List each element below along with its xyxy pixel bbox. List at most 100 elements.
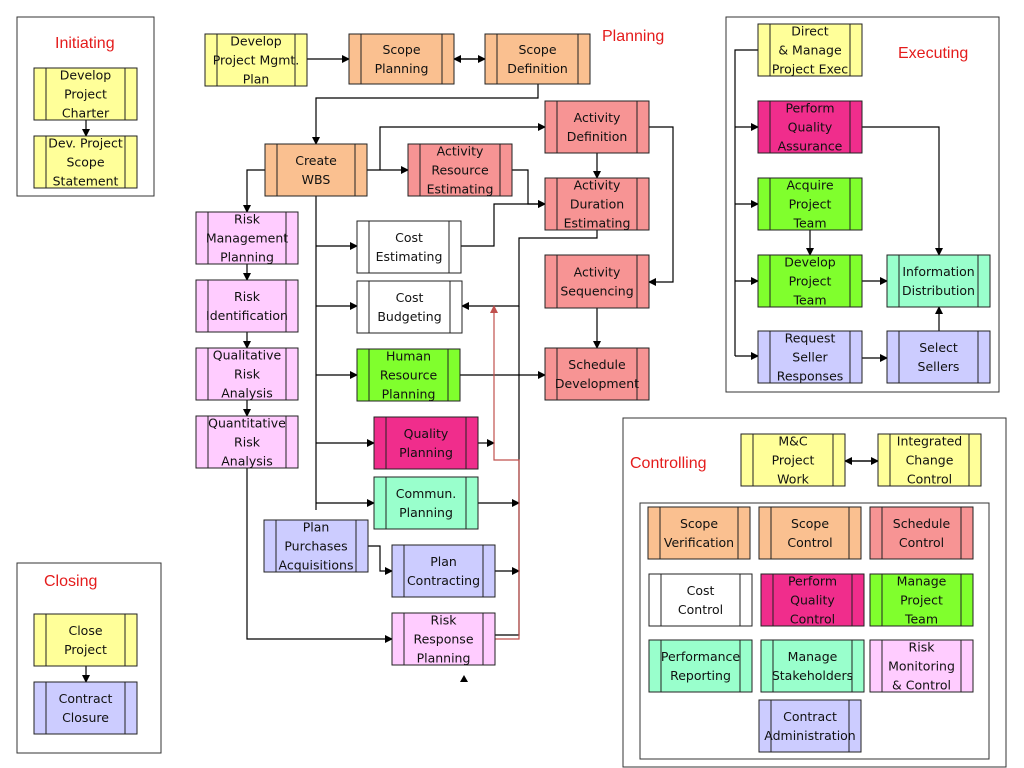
process-box-right-bar: [848, 699, 862, 753]
process-box-left-bar: [757, 100, 771, 154]
process-box-left-bar: [195, 347, 209, 401]
process-label-line: Information: [902, 264, 974, 279]
process-box-left-bar: [33, 613, 47, 667]
arrow-scope-definition-to-wbs: [312, 84, 539, 145]
process-box-left-bar: [757, 23, 771, 77]
process-label-line: Perform: [788, 574, 837, 589]
line-executing-trunk: [734, 49, 758, 356]
process-box-right-bar: [851, 573, 865, 627]
process-label-line: Team: [904, 612, 938, 627]
process-label-line: Close: [68, 623, 102, 638]
arrow-wbs-to-activity-definition: [379, 123, 546, 170]
process-label-line: Planning: [382, 387, 436, 402]
closing-frame: [16, 562, 162, 754]
process-box-activity-sequencing: [544, 254, 650, 309]
process-label-line: Cost: [687, 583, 715, 598]
process-box-right-bar: [465, 416, 479, 470]
process-box-left-bar: [886, 254, 900, 308]
process-box-right-bar: [849, 330, 863, 384]
process-box-left-bar: [544, 347, 558, 401]
process-box-right-bar: [285, 347, 299, 401]
process-box-right-bar: [124, 681, 138, 735]
process-label-line: Direct: [791, 24, 829, 39]
process-label-line: Planning: [220, 250, 274, 265]
process-label-line: Statement: [53, 174, 119, 189]
process-box-contract-administration: [758, 699, 862, 753]
process-box-right-bar: [851, 639, 865, 693]
process-label-line: Response: [413, 632, 473, 647]
process-label-line: Acquire: [786, 178, 833, 193]
process-label-line: Duration: [570, 197, 624, 212]
process-box-left-bar: [373, 476, 387, 530]
process-box-right-bar: [499, 143, 513, 197]
process-box-right-bar: [848, 506, 862, 560]
process-box-left-bar: [869, 639, 883, 693]
process-box-right-bar: [285, 279, 299, 333]
line-collector-vertical: [495, 306, 520, 636]
process-label-line: Closure: [62, 710, 109, 725]
arrow-purchases-to-contracting: [368, 545, 393, 575]
process-label-line: Sequencing: [560, 284, 633, 299]
process-label-line: Control: [907, 472, 952, 487]
arrow-risk-response-feedback: [490, 305, 520, 640]
process-label-line: Change: [906, 453, 954, 468]
process-box-right-bar: [124, 135, 138, 189]
process-box-schedule-development: [544, 347, 650, 401]
process-label-line: Contracting: [407, 573, 480, 588]
process-box-activity-resource-estimating: [407, 143, 513, 197]
controlling-frame: [622, 417, 1007, 768]
process-box-left-bar: [391, 544, 405, 598]
process-box-schedule-control: [869, 506, 974, 560]
process-box-left-bar: [264, 143, 278, 197]
process-box-left-bar: [33, 67, 47, 121]
process-box-right-bar: [124, 67, 138, 121]
process-box-right-bar: [739, 573, 753, 627]
process-box-cost-control: [648, 573, 753, 627]
process-label-line: Charter: [62, 106, 110, 121]
process-box-left-bar: [544, 254, 558, 309]
process-box-right-bar: [354, 143, 368, 197]
process-label-line: Project: [772, 453, 815, 468]
process-label-line: Qualitative: [213, 348, 282, 363]
process-box-information-distribution: [886, 254, 991, 308]
process-label-line: Plan: [243, 72, 270, 87]
process-label-line: Cost: [396, 290, 424, 305]
process-box-right-bar: [960, 506, 974, 560]
process-box-create-wbs: [264, 143, 368, 197]
process-box-left-bar: [758, 506, 772, 560]
process-box-right-bar: [285, 211, 299, 265]
process-box-scope-definition: [484, 33, 591, 85]
process-box-left-bar: [195, 211, 209, 265]
process-label-line: Cost: [395, 230, 423, 245]
process-box-right-bar: [636, 254, 650, 309]
process-label-line: Seller: [792, 350, 828, 365]
process-box-right-bar: [465, 476, 479, 530]
process-label-line: Schedule: [568, 357, 626, 372]
process-box-left-bar: [740, 433, 754, 487]
arrow-quantitative-to-risk-response: [246, 468, 393, 643]
process-label-line: Contract: [59, 691, 113, 706]
process-box-right-bar: [449, 280, 463, 334]
process-label-line: Quality: [790, 593, 835, 608]
process-label-line: Management: [206, 231, 288, 246]
process-label-line: Activity: [574, 110, 621, 125]
process-label-line: Perform: [785, 101, 834, 116]
process-label-line: Contract: [783, 709, 837, 724]
process-label-line: Estimating: [376, 249, 443, 264]
process-box-acquire-project-team: [757, 177, 863, 231]
process-box-left-bar: [869, 573, 883, 627]
